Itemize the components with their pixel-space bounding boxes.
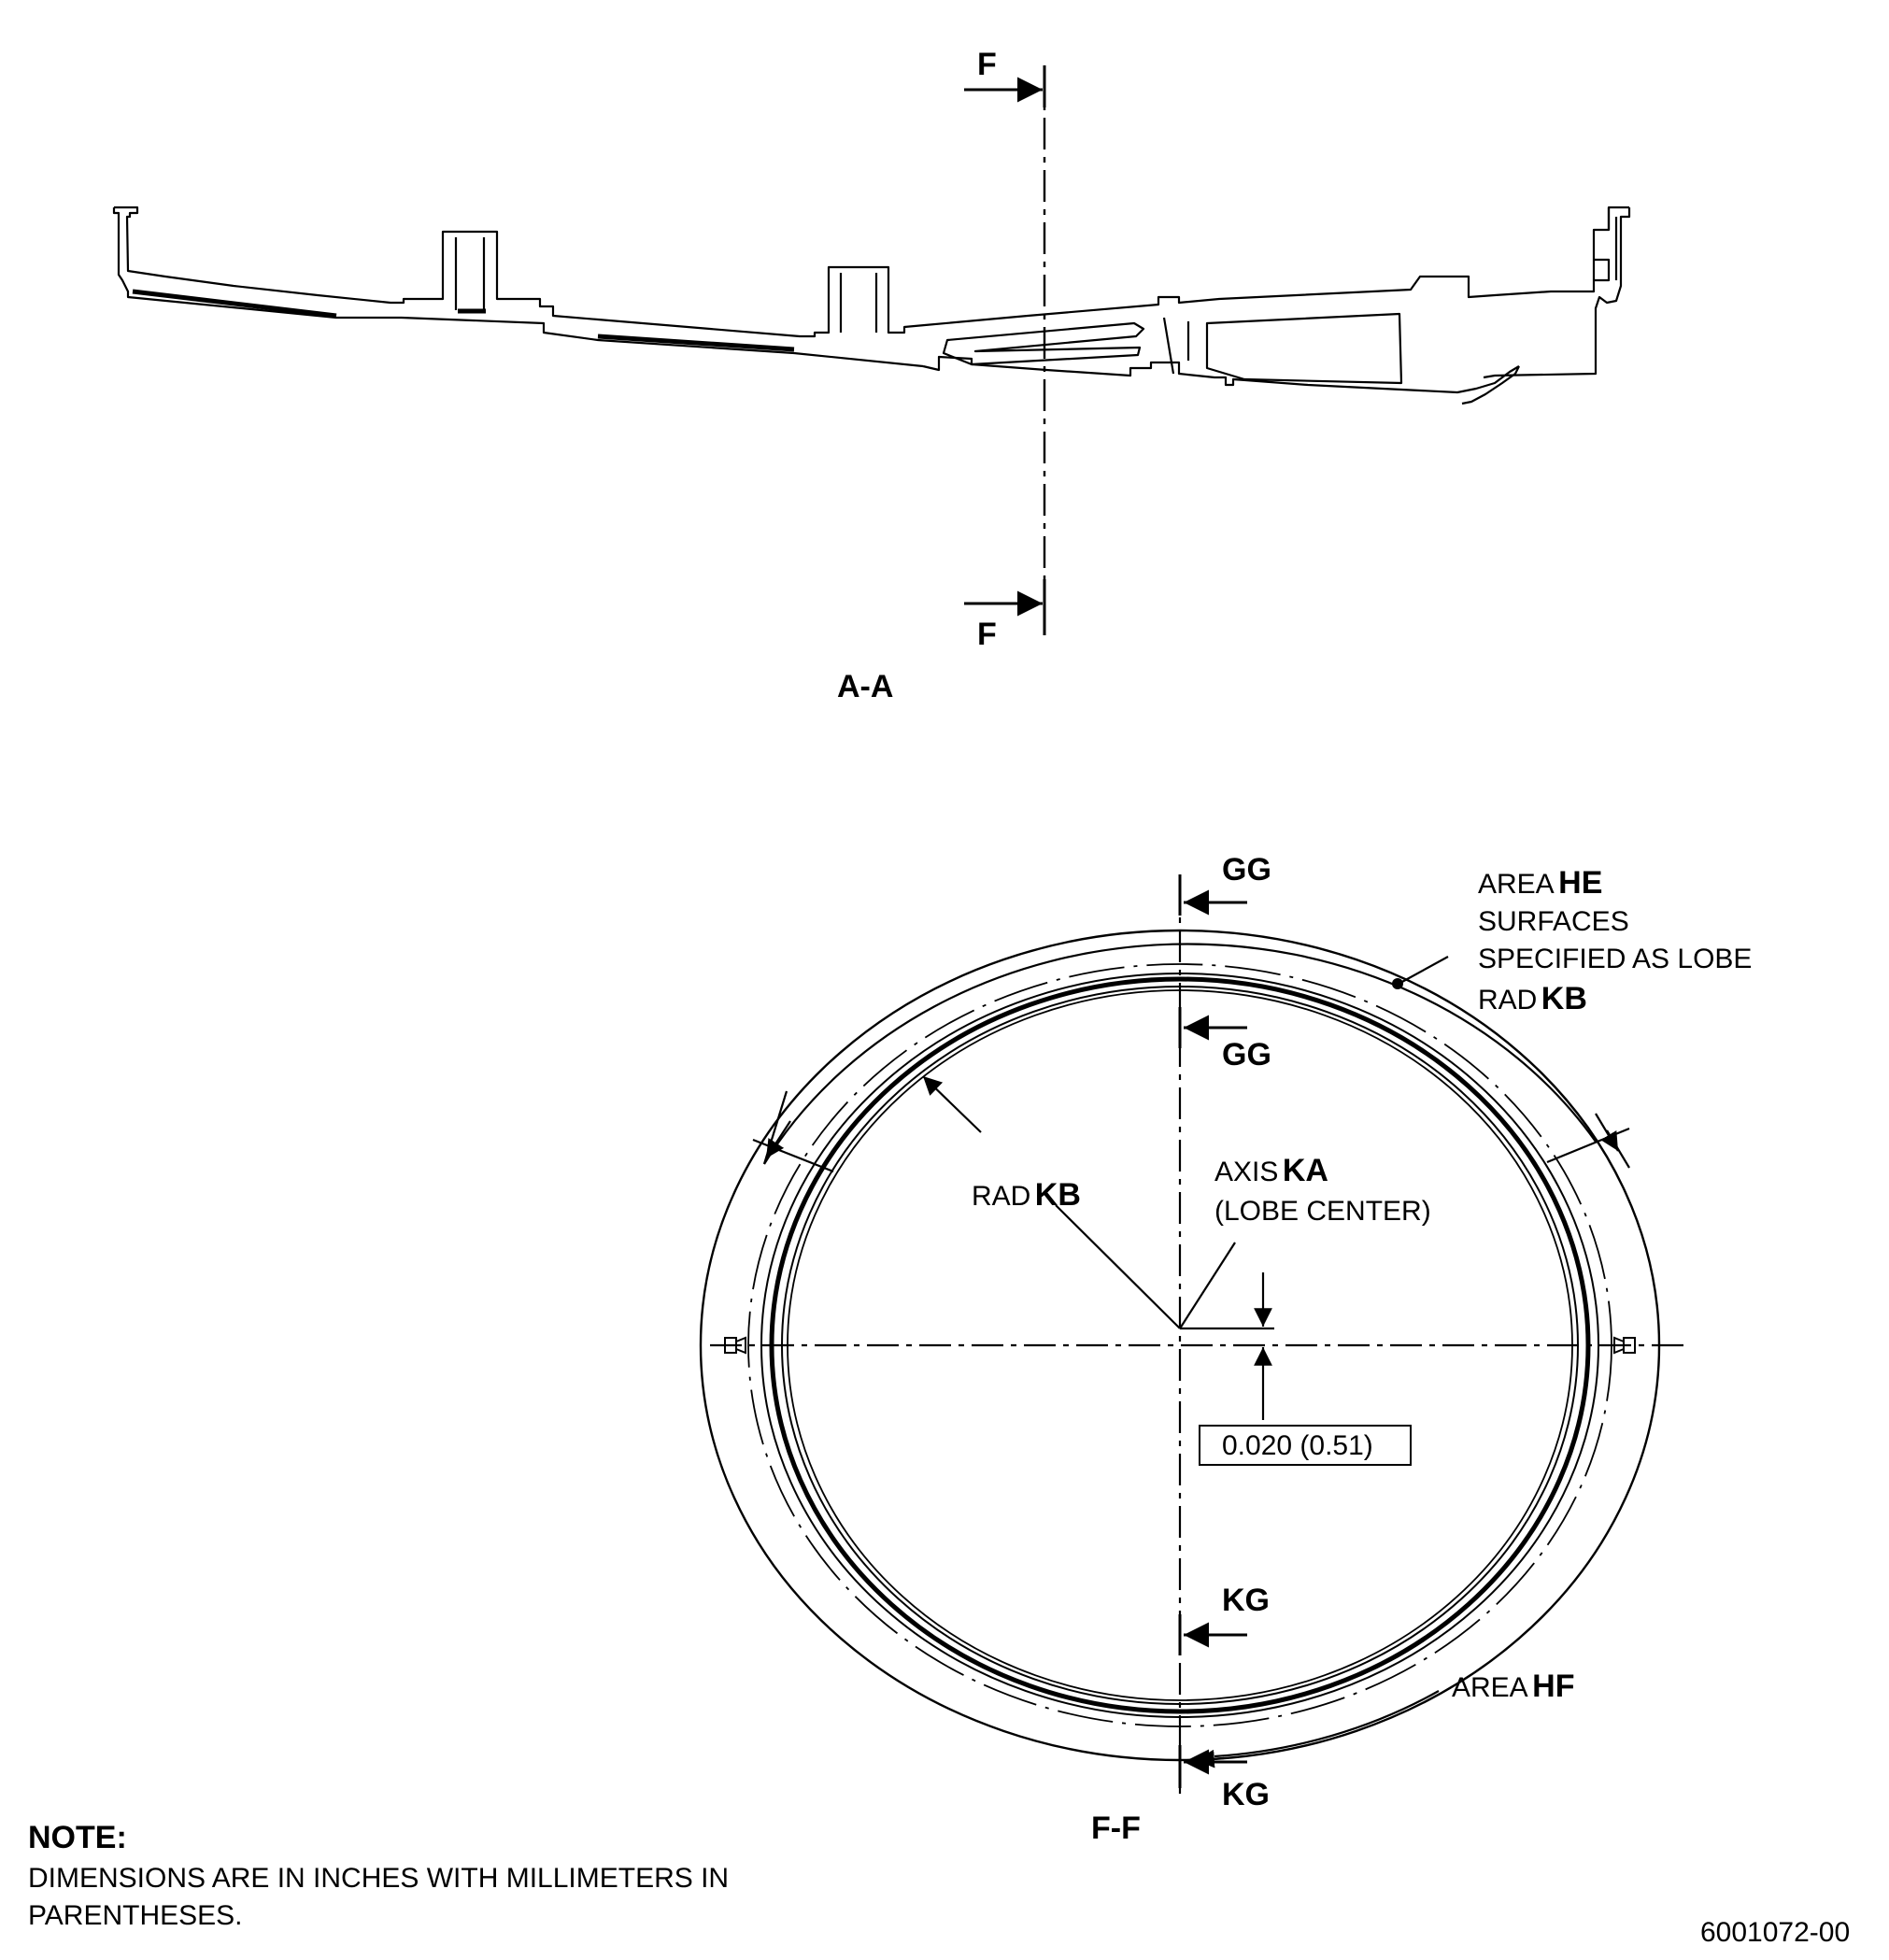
cut-label-f-top: F: [977, 47, 997, 82]
rad-kb-callout: RAD KB: [972, 1179, 1081, 1211]
cutting-plane-f: [964, 65, 1046, 635]
axis-note: (LOBE CENTER): [1214, 1196, 1431, 1227]
area-he-arc: [752, 943, 1630, 1173]
axis-ka-callout: AXIS KA: [1214, 1155, 1328, 1186]
area-he-rad-prefix: RAD: [1478, 985, 1538, 1016]
area-he-rad-callout: RAD KB: [1478, 983, 1587, 1015]
cut-label-gg-top: GG: [1222, 852, 1271, 888]
area-hf-id: HF: [1532, 1669, 1575, 1704]
axis-prefix: AXIS: [1214, 1157, 1279, 1187]
section-ff-title: F-F: [1091, 1811, 1141, 1846]
area-hf-arc: [1195, 1690, 1440, 1768]
cut-label-kg-inner: KG: [1222, 1583, 1270, 1618]
area-he-rad-id: KB: [1541, 981, 1587, 1016]
centerlines-ff: [710, 878, 1683, 1794]
cut-label-f-bottom: F: [977, 617, 997, 652]
area-hf-callout: AREA HF: [1452, 1670, 1574, 1702]
section-aa-title: A-A: [837, 669, 894, 704]
area-he-line2: SPECIFIED AS LOBE: [1478, 944, 1753, 974]
drawing-number: 6001072-00: [1700, 1917, 1851, 1948]
dimension-value: 0.020 (0.51): [1222, 1430, 1373, 1461]
note-line2: PARENTHESES.: [28, 1900, 243, 1931]
note-line1: DIMENSIONS ARE IN INCHES WITH MILLIMETER…: [28, 1863, 730, 1894]
area-he-id: HE: [1558, 865, 1603, 901]
rad-id: KB: [1034, 1177, 1081, 1213]
area-he-leader-dot: [1392, 978, 1403, 989]
rad-kb-leader: [922, 1075, 1181, 1329]
section-aa-profile: [112, 206, 1631, 405]
area-he-line1: SURFACES: [1478, 906, 1629, 937]
cut-label-gg-inner: GG: [1222, 1037, 1271, 1072]
section-aa-skin-hatch: [132, 289, 795, 352]
note-heading: NOTE:: [28, 1820, 127, 1855]
cutting-plane-gg-kg: [1178, 874, 1247, 1788]
area-hf-prefix: AREA: [1452, 1672, 1528, 1703]
rad-prefix: RAD: [972, 1181, 1031, 1212]
cut-label-kg-bottom: KG: [1222, 1777, 1270, 1812]
area-he-callout: AREA HE: [1478, 867, 1602, 899]
area-he-prefix: AREA: [1478, 869, 1555, 900]
axis-ka-dimension: [1179, 1242, 1274, 1420]
dimension-box: [1199, 1425, 1412, 1466]
axis-id: KA: [1282, 1153, 1328, 1188]
